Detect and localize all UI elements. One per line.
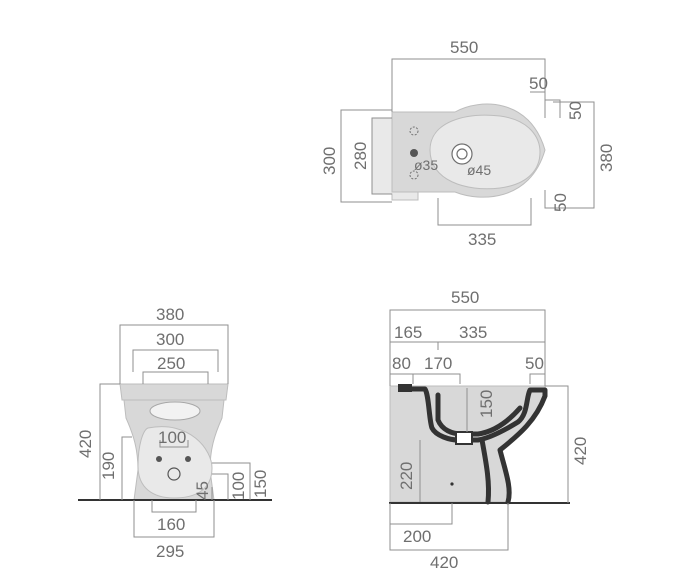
dim-line-right-380 <box>553 101 595 209</box>
front-dim-420: 420 <box>76 430 95 458</box>
dim-line-floor-420 <box>389 503 509 551</box>
front-dim-100-right: 100 <box>229 472 248 500</box>
top-view: 550 50 50 380 50 335 300 280 ø35 ø45 <box>320 38 616 249</box>
top-dim-50-right-lower: 50 <box>551 193 570 212</box>
front-view: 380 300 250 420 190 100 45 100 150 160 2… <box>76 305 272 561</box>
top-dim-550: 550 <box>450 38 478 57</box>
dim-line-50 <box>529 373 546 384</box>
side-dim-150: 150 <box>477 390 496 418</box>
fix-hole-right <box>185 456 191 462</box>
front-dim-250: 250 <box>157 354 185 373</box>
side-view: 550 165 335 80 170 50 150 220 420 200 42… <box>389 288 590 572</box>
side-dim-220: 220 <box>397 462 416 490</box>
side-dim-420-floor: 420 <box>430 553 458 572</box>
tap-hole-bottom <box>409 170 419 180</box>
dim-line-bottom-335 <box>437 198 532 226</box>
front-view-oval <box>149 401 201 421</box>
side-dim-80: 80 <box>392 354 411 373</box>
front-dim-380: 380 <box>156 305 184 324</box>
front-dim-45: 45 <box>193 481 212 500</box>
side-dim-420: 420 <box>571 437 590 465</box>
side-dim-335: 335 <box>459 323 487 342</box>
dim-line-top-550 <box>391 58 546 118</box>
dim-line-160 <box>151 500 197 513</box>
side-view-rear-tab <box>398 384 412 392</box>
dim-line-100-center <box>159 440 189 448</box>
tap-hole-center <box>410 149 418 157</box>
label-hole-45: ø45 <box>467 162 491 178</box>
dim-line-190 <box>121 436 132 500</box>
dim-line-380 <box>119 324 229 384</box>
side-dim-550: 550 <box>451 288 479 307</box>
dim-line-left-300 <box>340 109 392 203</box>
dim-line-top-50a <box>530 91 546 100</box>
side-dim-170: 170 <box>424 354 452 373</box>
side-view-drain <box>455 431 473 445</box>
front-dim-150-right: 150 <box>251 470 270 498</box>
front-dim-100-center: 100 <box>158 428 186 447</box>
dim-line-right-50b <box>544 190 560 209</box>
tap-hole-top <box>409 126 419 136</box>
top-dim-280: 280 <box>351 142 370 170</box>
dim-line-side-420 <box>545 385 569 503</box>
side-view-profile <box>402 386 548 505</box>
front-view-rim <box>119 383 229 401</box>
dim-line-right-50a <box>545 99 561 118</box>
dim-line-165-335 <box>389 341 546 350</box>
label-hole-35: ø35 <box>414 157 438 173</box>
top-dim-380: 380 <box>597 144 616 172</box>
dim-line-left-280 <box>371 117 392 195</box>
front-dim-295: 295 <box>156 542 184 561</box>
dim-line-300 <box>132 349 219 372</box>
side-dim-200: 200 <box>403 527 431 546</box>
side-view-marker <box>450 482 454 486</box>
dim-line-100-right <box>212 473 229 500</box>
dim-line-80-170 <box>389 373 461 384</box>
front-view-base <box>137 426 213 499</box>
drain-inner <box>456 148 468 160</box>
drain-outer <box>451 143 473 165</box>
side-dim-50: 50 <box>525 354 544 373</box>
dim-line-295 <box>133 500 215 538</box>
dim-line-floor-200 <box>389 503 453 525</box>
top-dim-335: 335 <box>468 230 496 249</box>
top-dim-50-right-upper: 50 <box>566 101 585 120</box>
front-dim-300: 300 <box>156 330 184 349</box>
top-view-basin <box>429 114 541 190</box>
dim-line-150-right <box>212 462 251 500</box>
dim-line-420 <box>99 383 120 500</box>
side-view-column <box>479 437 491 505</box>
top-dim-50-top: 50 <box>529 74 548 93</box>
fix-hole-left <box>156 456 162 462</box>
side-dim-165: 165 <box>394 323 422 342</box>
dim-line-250 <box>142 371 209 384</box>
drain-hole-front <box>167 467 181 481</box>
top-dim-300: 300 <box>320 147 339 175</box>
front-dim-190: 190 <box>99 452 118 480</box>
front-dim-160: 160 <box>157 515 185 534</box>
